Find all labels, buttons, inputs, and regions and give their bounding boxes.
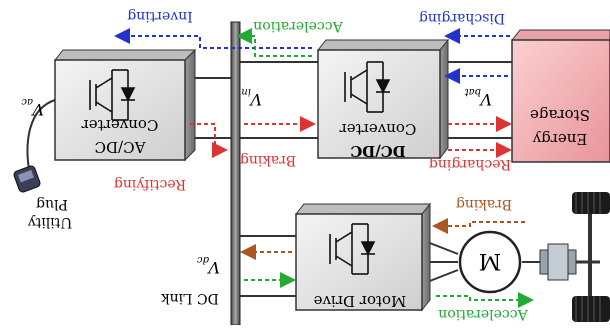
- motor-drive-block: Motor Drive: [294, 202, 432, 312]
- inverting-arrow: [114, 28, 312, 49]
- acceleration-arrow-bottom: [436, 292, 534, 308]
- braking-right-label: Braking: [456, 196, 512, 212]
- vac-label: V ac: [21, 96, 44, 119]
- vbat-subscript: bat: [464, 86, 481, 97]
- inverting-label: Inverting: [127, 8, 193, 24]
- braking-mid-label: Braking: [240, 152, 296, 168]
- discharging-label: Discharging: [419, 10, 505, 26]
- acceleration-bottom-label: Acceleration: [438, 306, 528, 322]
- plug-label: Plug: [36, 196, 68, 212]
- acceleration-top-label: Acceleration: [253, 18, 343, 34]
- energy-storage-block: Storage Energy: [510, 29, 610, 163]
- recharging-label: Recharging: [429, 156, 511, 172]
- wheel-icon: [572, 192, 610, 214]
- energy-label: Energy: [532, 130, 587, 148]
- vdc-subscript: dc: [197, 254, 209, 265]
- storage-label: Storage: [530, 106, 590, 124]
- vin-symbol: V: [249, 90, 262, 109]
- motor-label: M: [479, 248, 502, 273]
- igbt-icon: [89, 69, 136, 121]
- rectifying-arrow: [190, 123, 228, 158]
- plug-icon: [13, 165, 41, 193]
- igbt-icon: [344, 61, 391, 113]
- vbat-label: V bat: [464, 86, 492, 109]
- acdc-converter-label: Converter: [81, 116, 159, 134]
- motor: M: [458, 230, 522, 294]
- utility-label: Utility: [28, 214, 72, 230]
- vdc-label: V dc: [197, 254, 220, 277]
- motor-drive-label: Motor Drive: [314, 292, 407, 310]
- dcdc-label: DC/DC: [350, 142, 405, 160]
- dcdc-converter-block: Converter DC/DC: [316, 38, 450, 160]
- vin-subscript: in: [241, 86, 251, 97]
- wheel-icon: [572, 296, 610, 322]
- flow-arrows: [114, 28, 534, 308]
- braking-arrow-right: [432, 218, 525, 234]
- acdc-label: AC/DC: [95, 138, 147, 156]
- vac-subscript: ac: [21, 96, 33, 107]
- vdc-symbol: V: [207, 258, 220, 277]
- drivetrain: [539, 192, 610, 322]
- dcdc-converter-label: Converter: [339, 120, 417, 138]
- acceleration-arrow-top: [236, 28, 312, 57]
- igbt-icon: [329, 223, 376, 275]
- vac-symbol: V: [31, 100, 44, 119]
- rectifying-label: Rectifying: [114, 176, 186, 192]
- dc-link-label: DC Link: [161, 290, 219, 306]
- vbat-symbol: V: [479, 90, 492, 109]
- vin-label: V in: [241, 86, 262, 109]
- dc-link-bar: [230, 21, 241, 326]
- acdc-converter-block: Converter AC/DC: [53, 48, 197, 162]
